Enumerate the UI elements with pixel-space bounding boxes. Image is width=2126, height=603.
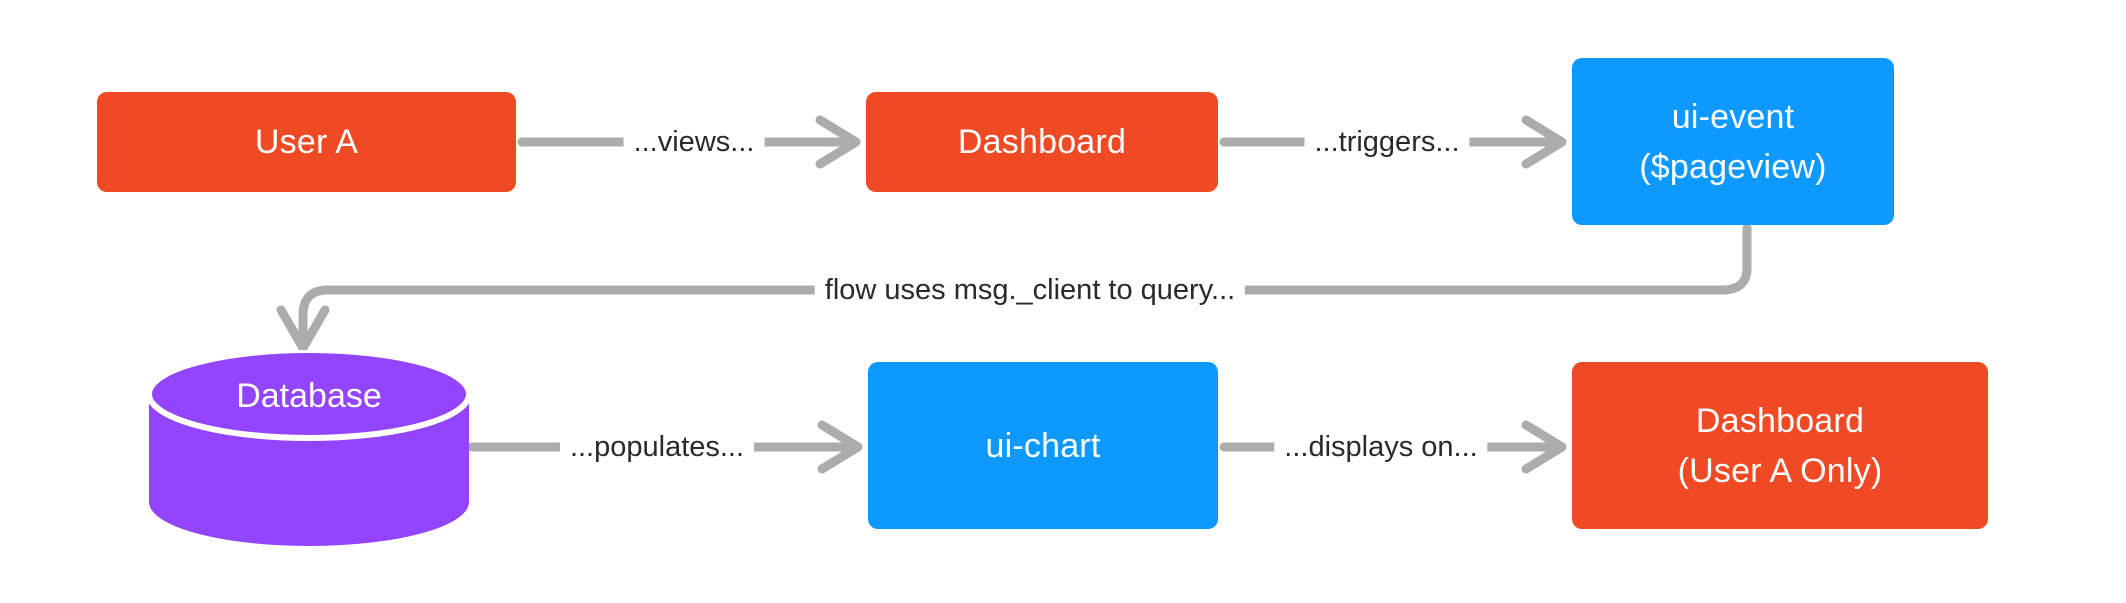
node-dashboard-bottom-label-secondary: (User A Only) — [1677, 451, 1883, 490]
node-dashboard-bottom[interactable]: Dashboard (User A Only) — [1572, 362, 1988, 529]
node-ui-event-label-primary: ui-event — [1671, 97, 1795, 136]
node-ui-chart-label: ui-chart — [985, 426, 1101, 465]
node-ui-chart[interactable]: ui-chart — [868, 362, 1218, 529]
node-user-a-label: User A — [254, 123, 359, 161]
node-dashboard-bottom-label-primary: Dashboard — [1695, 401, 1865, 440]
node-dashboard-top[interactable]: Dashboard — [866, 92, 1218, 192]
node-user-a[interactable]: User A — [97, 92, 516, 192]
edge-label-query: flow uses msg._client to query... — [814, 273, 1246, 307]
edge-label-triggers: ...triggers... — [1304, 125, 1470, 159]
node-database[interactable]: Database — [144, 350, 474, 546]
node-dashboard-top-label: Dashboard — [957, 123, 1127, 161]
edge-label-displays: ...displays on... — [1274, 430, 1488, 464]
edge-label-populates: ...populates... — [559, 430, 755, 464]
node-ui-event[interactable]: ui-event ($pageview) — [1572, 58, 1894, 225]
node-ui-event-label-secondary: ($pageview) — [1639, 147, 1827, 186]
edge-label-views: ...views... — [623, 125, 765, 159]
database-cylinder-shape — [146, 350, 472, 546]
